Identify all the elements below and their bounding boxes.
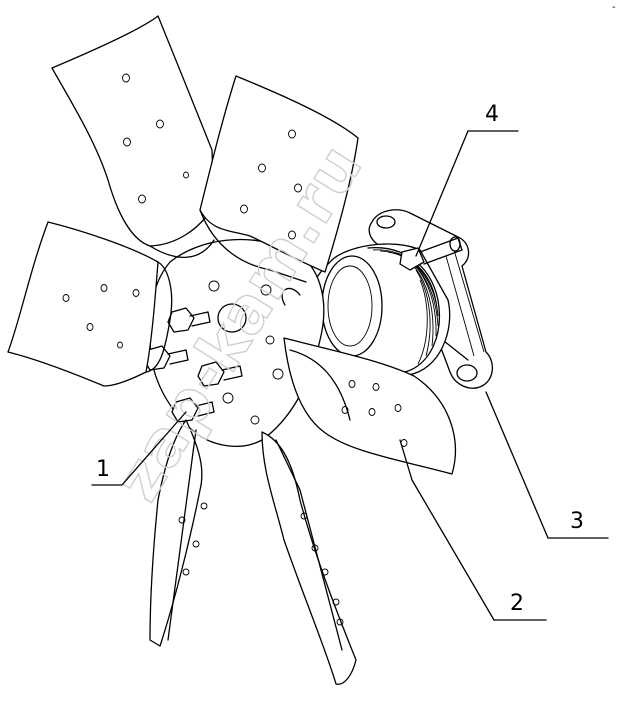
callout-4: 4 <box>485 102 499 127</box>
fan-blade-bottom <box>261 431 357 685</box>
fan-blade-top-right <box>199 75 359 283</box>
pulley <box>303 236 463 376</box>
callout-3: 3 <box>570 509 584 534</box>
hub-bolts <box>143 307 243 423</box>
fan-blade-bottom-left <box>149 419 208 647</box>
fan-blade-left <box>7 221 173 387</box>
callout-1: 1 <box>96 457 110 482</box>
fan-blade-top-left <box>51 15 215 258</box>
callout-2: 2 <box>510 591 524 616</box>
leader-lines <box>91 130 609 621</box>
fan-hub <box>143 238 325 447</box>
corner-mark: - <box>612 2 616 13</box>
fan-blade-right <box>283 337 456 475</box>
